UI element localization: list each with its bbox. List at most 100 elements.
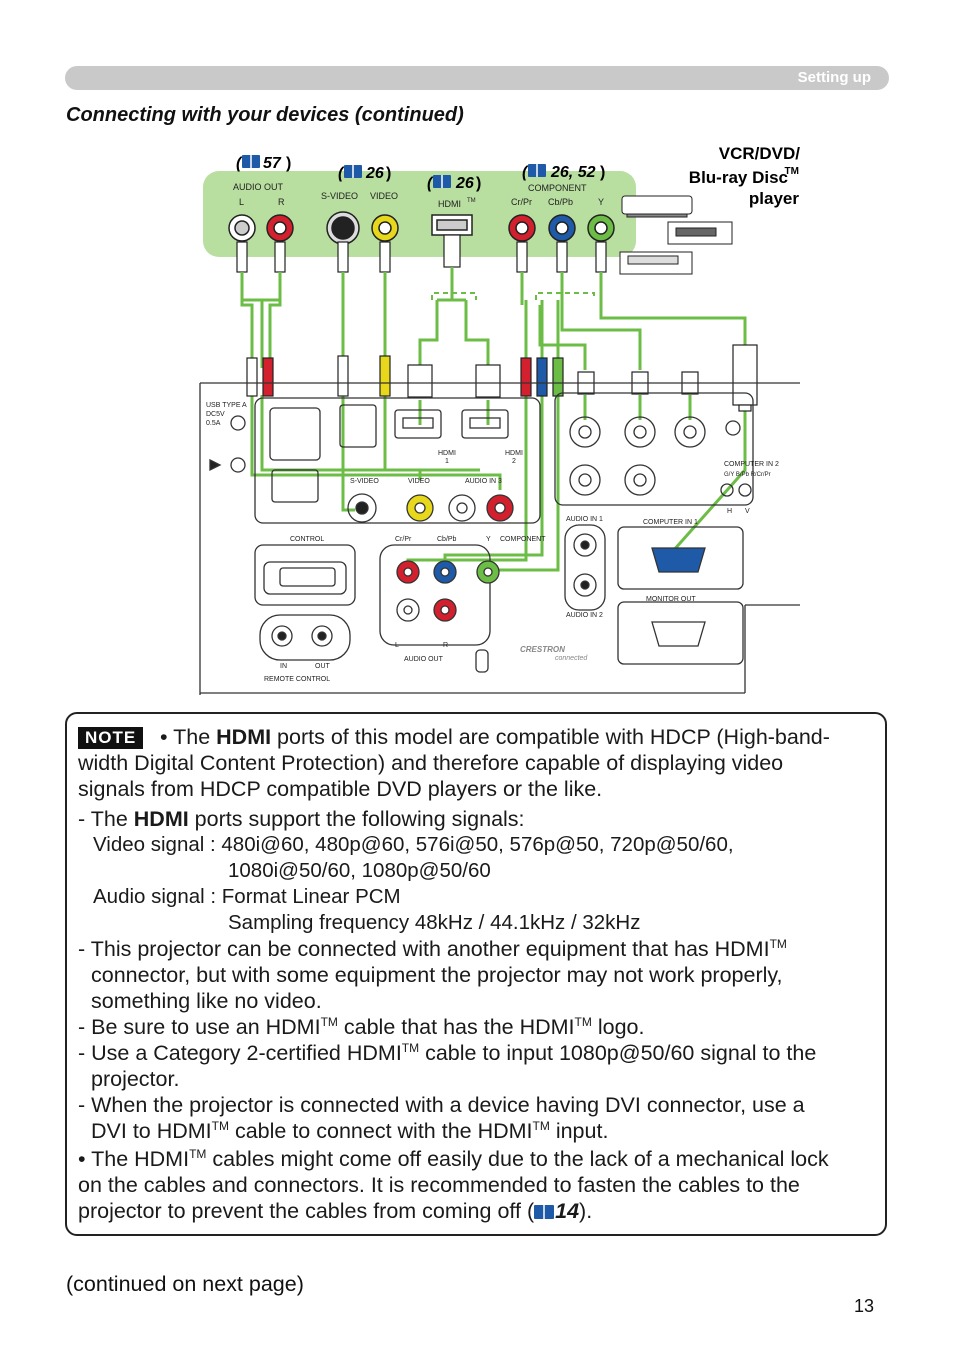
- note-audio-line1: Audio signal : Format Linear PCM: [93, 885, 401, 908]
- note-p6-line2: DVI to HDMITM cable to connect with the …: [91, 1119, 609, 1143]
- svg-text:26: 26: [365, 165, 384, 182]
- note-p1-line2: width Digital Content Protection) and th…: [78, 751, 784, 775]
- svg-text:COMPONENT: COMPONENT: [500, 536, 546, 543]
- ref-hdmi: ( 26 ): [427, 175, 481, 192]
- note-video-line1: Video signal : 480i@60, 480p@60, 576i@50…: [93, 833, 734, 856]
- panel-labels: USB TYPE A DC5V 0.5A HDMI 1 HDMI 2 S-VID…: [206, 402, 779, 683]
- svg-text:R: R: [278, 197, 285, 207]
- svg-text:COMPUTER IN 1: COMPUTER IN 1: [643, 519, 698, 526]
- note-p3-line3: something like no video.: [91, 989, 322, 1013]
- svg-text:L: L: [395, 642, 399, 649]
- svg-text:AUDIO OUT: AUDIO OUT: [404, 656, 444, 663]
- svg-text:connected: connected: [555, 655, 588, 662]
- svg-text:COMPUTER IN 2: COMPUTER IN 2: [724, 461, 779, 468]
- svg-text:AUDIO OUT: AUDIO OUT: [233, 182, 284, 192]
- svg-text:H: H: [727, 508, 732, 515]
- cables: [240, 267, 747, 572]
- header-bar: Setting up: [65, 66, 889, 90]
- svg-text:(: (: [427, 175, 434, 192]
- note-p7-line3: projector to prevent the cables from com…: [78, 1199, 593, 1223]
- svg-text:HDMI: HDMI: [438, 450, 456, 457]
- svg-text:G/Y B/Pb R/Cr/Pr: G/Y B/Pb R/Cr/Pr: [724, 472, 771, 478]
- note-video-line2: 1080i@50/60, 1080p@50/60: [228, 859, 491, 882]
- svg-text:): ): [476, 175, 481, 192]
- svg-text:AUDIO IN 2: AUDIO IN 2: [566, 612, 603, 619]
- svg-text:Y: Y: [598, 197, 604, 207]
- svg-text:R: R: [443, 642, 448, 649]
- svg-text:CRESTRON: CRESTRON: [520, 645, 565, 654]
- note-p3-line1: - This projector can be connected with a…: [78, 937, 787, 961]
- svg-text:REMOTE CONTROL: REMOTE CONTROL: [264, 676, 330, 683]
- svg-text:Cb/Pb: Cb/Pb: [548, 197, 573, 207]
- note-p1-line3: signals from HDCP compatible DVD players…: [78, 777, 603, 801]
- svg-text:OUT: OUT: [315, 663, 331, 670]
- projector-panel: [199, 382, 800, 695]
- svg-text:VIDEO: VIDEO: [408, 478, 430, 485]
- ref-svideo: ( 26 ): [338, 165, 391, 182]
- svg-text:26, 52: 26, 52: [550, 164, 596, 181]
- svg-text:): ): [286, 155, 291, 172]
- note-p1-line1: • The HDMI ports of this model are compa…: [160, 725, 830, 749]
- svg-text:0.5A: 0.5A: [206, 420, 221, 427]
- device-icons: [619, 195, 733, 275]
- page-number: 13: [854, 1296, 875, 1316]
- svg-text:): ): [386, 165, 391, 182]
- svg-text:2: 2: [512, 458, 516, 465]
- svg-text:HDMI: HDMI: [438, 199, 461, 209]
- svg-text:Y: Y: [486, 536, 491, 543]
- svg-text:S-VIDEO: S-VIDEO: [321, 191, 358, 201]
- note-p2: - The HDMI ports support the following s…: [78, 807, 525, 831]
- svg-text:(: (: [522, 164, 529, 181]
- source-jacks: [228, 211, 615, 245]
- note-audio-line2: Sampling frequency 48kHz / 44.1kHz / 32k…: [228, 911, 641, 934]
- svg-text:S-VIDEO: S-VIDEO: [350, 478, 379, 485]
- device-label: VCR/DVD/ Blu-ray Disc TM player: [689, 144, 800, 208]
- svg-text:L: L: [239, 197, 244, 207]
- connection-diagram: ( 57 ) ( 26 ) ( 26 ) ( 26, 52 ) VCR/DVD/…: [199, 144, 800, 695]
- source-labels: AUDIO OUT L R S-VIDEO VIDEO HDMI TM COMP…: [233, 182, 604, 209]
- svg-text:TM: TM: [467, 198, 476, 204]
- svg-text:V: V: [745, 508, 750, 515]
- ref-component: ( 26, 52 ): [522, 164, 605, 181]
- svg-text:1: 1: [445, 458, 449, 465]
- svg-text:(: (: [338, 165, 345, 182]
- ref-audio: ( 57 ): [236, 155, 291, 172]
- note-p7-line1: • The HDMITM cables might come off easil…: [78, 1147, 829, 1171]
- svg-text:(: (: [236, 155, 243, 172]
- svg-text:CONTROL: CONTROL: [290, 536, 324, 543]
- svg-text:Cb/Pb: Cb/Pb: [437, 536, 457, 543]
- svg-text:VIDEO: VIDEO: [370, 191, 398, 201]
- note-p5-line2: projector.: [91, 1067, 180, 1091]
- page-ref-link[interactable]: 14: [555, 1199, 580, 1223]
- note-p5-line1: - Use a Category 2-certified HDMITM cabl…: [78, 1041, 817, 1065]
- svg-text:TM: TM: [785, 166, 799, 177]
- dashed-brackets: [431, 292, 595, 300]
- svg-text:HDMI: HDMI: [505, 450, 523, 457]
- note-badge: NOTE: [78, 727, 144, 749]
- svg-text:DC5V: DC5V: [206, 411, 225, 418]
- note-p6-line1: - When the projector is connected with a…: [78, 1093, 805, 1117]
- note-p4: - Be sure to use an HDMITM cable that ha…: [78, 1015, 645, 1039]
- book-icon: [534, 1205, 555, 1219]
- note-p3-line2: connector, but with some equipment the p…: [91, 963, 783, 987]
- svg-text:COMPONENT: COMPONENT: [528, 183, 587, 193]
- svg-text:USB TYPE A: USB TYPE A: [206, 402, 247, 409]
- svg-text:IN: IN: [280, 663, 287, 670]
- svg-text:MONITOR OUT: MONITOR OUT: [646, 596, 696, 603]
- svg-text:Cr/Pr: Cr/Pr: [395, 536, 412, 543]
- section-label: Setting up: [797, 69, 871, 86]
- svg-text:AUDIO IN 3: AUDIO IN 3: [465, 478, 502, 485]
- svg-text:26: 26: [455, 175, 474, 192]
- continued-note: (continued on next page): [66, 1272, 304, 1296]
- svg-text:): ): [600, 164, 605, 181]
- svg-text:Cr/Pr: Cr/Pr: [511, 197, 532, 207]
- note-p7-line2: on the cables and connectors. It is reco…: [78, 1173, 800, 1197]
- svg-text:AUDIO IN 1: AUDIO IN 1: [566, 516, 603, 523]
- svg-text:57: 57: [263, 155, 282, 172]
- svg-text:player: player: [749, 189, 799, 208]
- svg-text:Blu-ray Disc: Blu-ray Disc: [689, 168, 788, 187]
- svg-text:VCR/DVD/: VCR/DVD/: [719, 144, 801, 163]
- panel-plugs: [246, 344, 758, 412]
- note-box: [65, 712, 887, 1236]
- page-title: Connecting with your devices (continued): [66, 104, 464, 126]
